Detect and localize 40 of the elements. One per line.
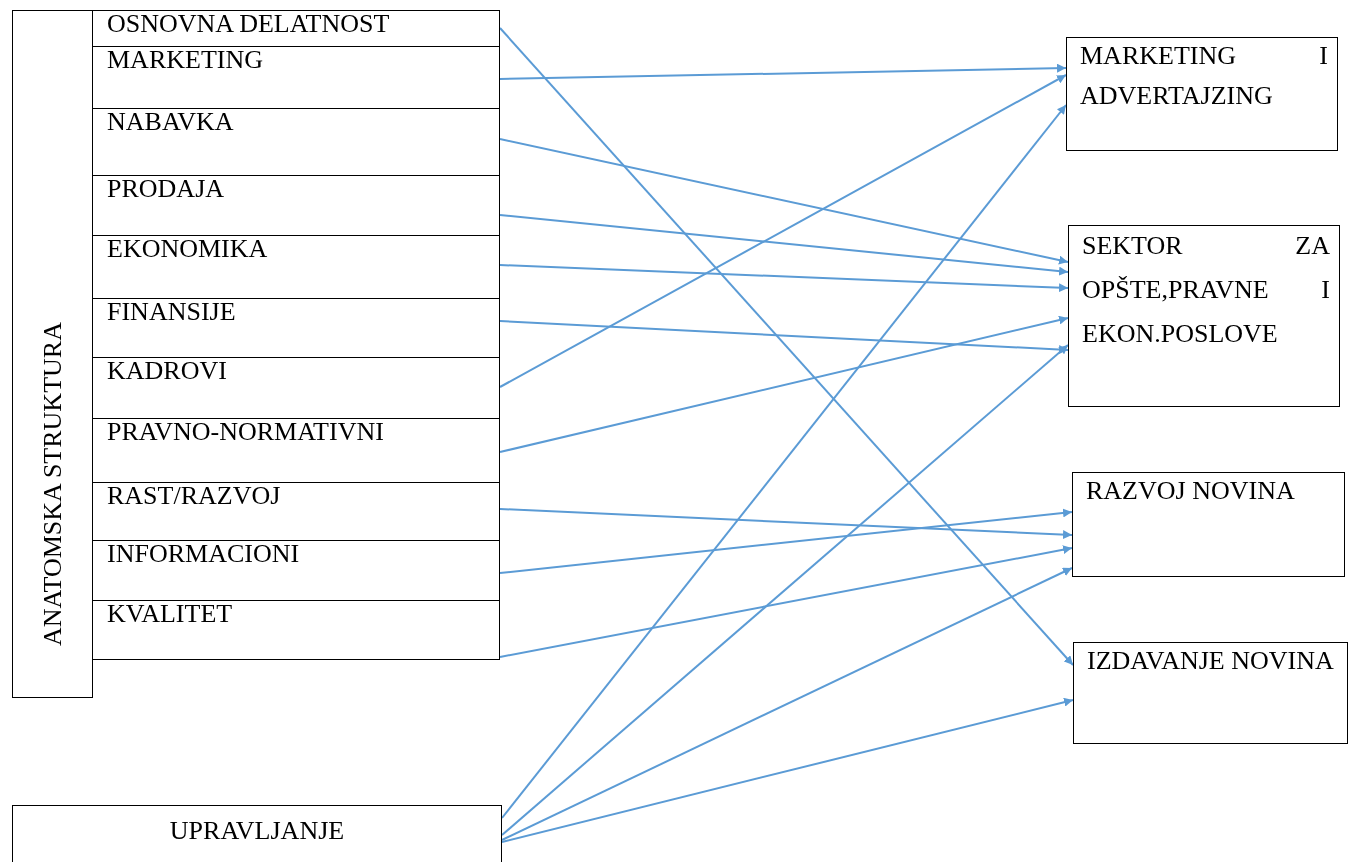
process-box xyxy=(1068,225,1340,407)
box-label: SEKTOR ZA OPŠTE,PRAVNE I EKON.POSLOVE xyxy=(1082,230,1330,350)
arrow xyxy=(499,214,1069,276)
arrow xyxy=(499,315,1069,453)
box-label: UPRAVLJANJE xyxy=(168,815,346,847)
arrow xyxy=(499,545,1073,658)
process-box xyxy=(12,10,93,698)
arrow xyxy=(499,74,1067,388)
box-label: KADROVI xyxy=(107,355,227,387)
box-label: MARKETING I ADVERTAJZING xyxy=(1080,40,1328,112)
box-label: NABAVKA xyxy=(107,106,234,138)
box-label: MARKETING xyxy=(107,44,263,76)
box-label: OSNOVNA DELATNOST xyxy=(107,8,390,40)
box-label: RAST/RAZVOJ xyxy=(107,480,281,512)
box-label: ANATOMSKA STRUKTURA xyxy=(36,322,68,646)
arrow xyxy=(499,138,1069,265)
arrow xyxy=(501,697,1074,843)
arrow xyxy=(499,264,1069,293)
arrow xyxy=(499,320,1069,355)
arrow xyxy=(499,27,1074,666)
box-label: INFORMACIONI xyxy=(107,538,300,570)
arrow xyxy=(501,567,1073,841)
process-box xyxy=(92,600,500,660)
arrow xyxy=(499,63,1067,80)
process-box xyxy=(12,805,502,862)
box-label: IZDAVANJE NOVINA xyxy=(1087,645,1335,677)
box-label: RAZVOJ NOVINA xyxy=(1086,475,1296,507)
box-label: FINANSIJE xyxy=(107,296,236,328)
box-label: PRAVNO-NORMATIVNI xyxy=(107,416,384,448)
box-label: PRODAJA xyxy=(107,173,225,205)
box-label: EKONOMIKA xyxy=(107,233,268,265)
process-box xyxy=(1073,642,1348,744)
arrow xyxy=(499,508,1073,540)
arrow xyxy=(499,508,1073,574)
arrow xyxy=(501,104,1067,819)
process-box xyxy=(1066,37,1338,151)
process-box xyxy=(1072,472,1345,577)
box-label: KVALITET xyxy=(107,598,233,630)
process-box xyxy=(92,10,500,47)
arrow xyxy=(501,344,1069,836)
